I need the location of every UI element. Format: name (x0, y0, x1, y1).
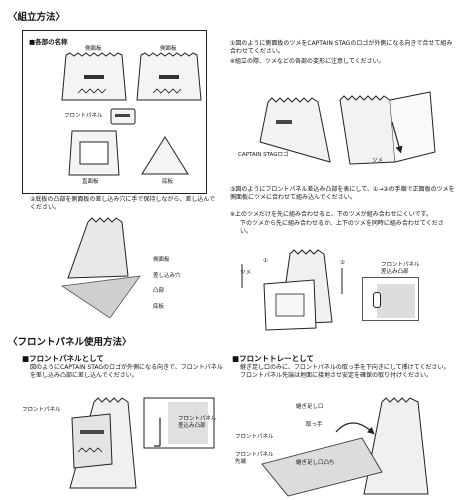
parts-heading: ■各部の名称 (29, 38, 68, 46)
as-tray-tip-label2: 先端 (235, 459, 247, 465)
part-label-side-left: 側面板 (85, 46, 102, 52)
step3-text2: 下のツメから先に組み合わせるか、上下のツメを同時に組み合わせてください。 (240, 220, 444, 236)
part-label-bottom-panel: 底板 (162, 179, 174, 185)
step3-label-two: ② (340, 260, 345, 266)
front-panel-drawing (110, 108, 136, 125)
step3-front-panel-label: フロントパネル (381, 262, 420, 268)
side-panel-right-drawing (136, 52, 202, 101)
parts-box: ■各部の名称 (22, 30, 207, 194)
as-tray-handle-label: 取っ手 (306, 422, 323, 428)
bottom-panel-drawing (141, 136, 189, 175)
as-panel-convex-label1: フロントパネル (178, 416, 217, 422)
step2-text: ②底板の凸部を側面板の差し込み穴に手で保持しながら、差し込んでください。 (30, 196, 216, 212)
part-label-front-panel: フロントパネル (64, 113, 103, 119)
part-label-straight-panel: 直面板 (82, 179, 99, 185)
step3-inset (362, 277, 419, 321)
as-tray-convex-label: 継ぎ足し口凸ち (296, 460, 335, 466)
step1-text: ①図のように側面板のツメをCAPTAIN STAGのロゴが外側になる向きで合せて… (230, 40, 453, 56)
step3-front-convex-label: 差込み凸部 (381, 269, 409, 275)
straight-panel-drawing (68, 130, 120, 176)
step2-side-label: 側面板 (153, 257, 170, 263)
as-tray-drawing (261, 397, 429, 497)
as-tray-front-label: フロントパネル (235, 434, 274, 440)
as-panel-convex-label2: 差込み凸部 (178, 423, 206, 429)
as-tray-tip-label1: フロントパネル (235, 452, 274, 458)
usage-title: 〈フロントパネル使用方法〉 (8, 337, 132, 348)
step1-drawing (259, 91, 436, 165)
as-tray-feed-label: 継ぎ足し口 (296, 404, 324, 410)
as-tray-heading: ■フロントトレーとして (232, 354, 314, 363)
step2-slot-label: 差し込み穴 (153, 273, 181, 279)
side-panel-left-drawing (61, 52, 127, 101)
as-panel-front-label: フロントパネル (22, 407, 61, 413)
as-panel-drawing (69, 397, 215, 489)
as-panel-text: 図のようにCAPTAIN STAGのロゴが外側になる向きで、フロントパネルを差し… (30, 364, 223, 380)
assembly-title: 〈組立方法〉 (8, 12, 66, 23)
step3-label-one: ① (263, 258, 268, 264)
step1-tab-label: ツメ (372, 158, 384, 164)
step3-drawing (241, 249, 343, 331)
as-tray-text: 継ぎ足し口のみに、フロントパネルの取っ手を下向きにして挿けてください。フロントパ… (240, 364, 450, 380)
as-panel-heading: ■フロントパネルとして (22, 354, 104, 363)
step1-logo-label: CAPTAIN STAGロゴ (238, 152, 289, 158)
step2-convex-label: 凸部 (153, 288, 165, 294)
step3-text1: ③図のようにフロントパネル差込み凸部を表にして、①→②の手順で正面板のツメを側面… (230, 186, 455, 202)
step3-note: ※上のツメだけを先に組み合わせると、下のツメが組み合わせにくいです。 (230, 211, 432, 218)
part-label-side-right: 側面板 (160, 46, 177, 52)
step1-note: ※組立の際、ツメなどの各部の変形に注意してください。 (230, 58, 385, 65)
step3-label-tab: ツメ (240, 270, 252, 276)
step2-drawing (60, 217, 141, 319)
step2-bottom-label: 底板 (153, 304, 165, 310)
